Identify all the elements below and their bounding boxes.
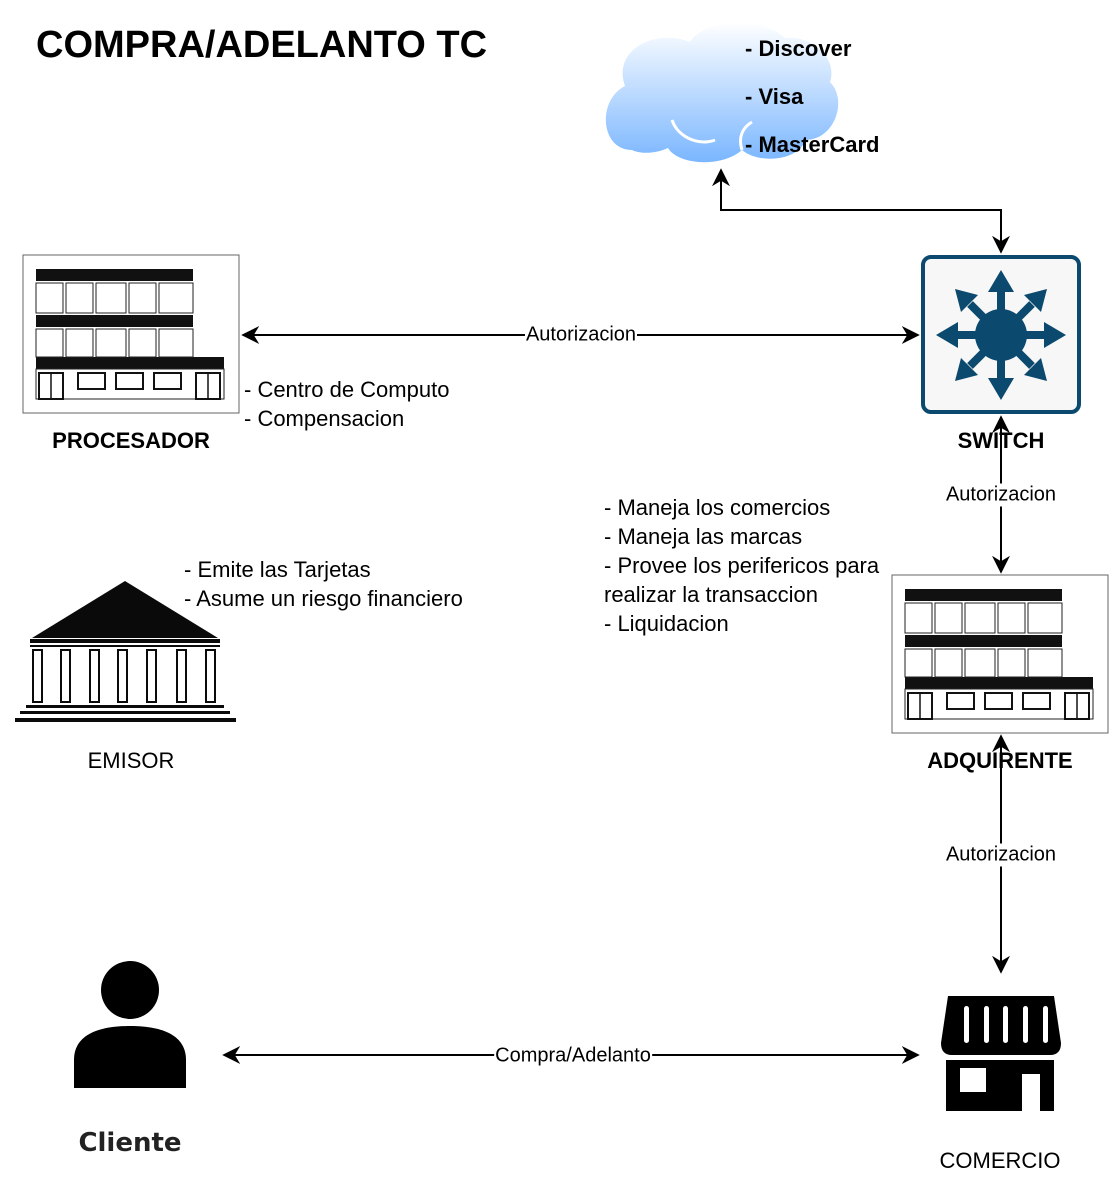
brand-discover: - Discover <box>745 36 852 61</box>
diagram-title: COMPRA/ADELANTO TC <box>36 24 488 66</box>
comercio-label: COMERCIO <box>939 1148 1061 1173</box>
adquirente-note-item: realizar la transaccion <box>604 582 818 607</box>
adquirente-label: ADQUIRENTE <box>927 748 1073 773</box>
adquirente-note-item: - Maneja las marcas <box>604 524 803 549</box>
cloud-switch-connector <box>712 168 1010 254</box>
emisor-label: EMISOR <box>87 748 175 773</box>
switch-label: SWITCH <box>957 428 1045 453</box>
comercio-store-icon <box>941 996 1061 1111</box>
procesador-label: PROCESADOR <box>52 428 210 453</box>
brand-mastercard: - MasterCard <box>745 132 880 157</box>
adquirente-note-item: - Maneja los comercios <box>604 495 831 520</box>
emisor-note-item: - Emite las Tarjetas <box>184 557 371 582</box>
procesador-note-item: - Centro de Computo <box>244 377 450 402</box>
emisor-bank-icon <box>15 581 236 722</box>
adquirente-comercio-edge-label: Autorizacion <box>944 843 1058 867</box>
brand-visa: - Visa <box>745 84 804 109</box>
adquirente-notes: - Maneja los comercios - Maneja las marc… <box>604 493 879 638</box>
emisor-notes: - Emite las Tarjetas - Asume un riesgo f… <box>184 555 463 613</box>
adquirente-note-item: - Liquidacion <box>604 611 729 636</box>
procesador-note-item: - Compensacion <box>244 406 405 431</box>
adquirente-note-item: - Provee los perifericos para <box>604 553 880 578</box>
procesador-notes: - Centro de Computo - Compensacion <box>244 375 449 433</box>
cliente-comercio-edge-label: Compra/Adelanto <box>494 1044 652 1068</box>
adquirente-building-icon <box>891 574 1109 734</box>
cliente-label: Cliente <box>78 1128 182 1158</box>
emisor-note-item: - Asume un riesgo financiero <box>184 586 463 611</box>
procesador-building-icon <box>22 254 240 414</box>
switch-adquirente-edge-label: Autorizacion <box>944 483 1058 507</box>
cliente-person-icon <box>74 961 186 1088</box>
switch-icon <box>921 255 1081 414</box>
card-networks-cloud <box>605 22 839 163</box>
procesador-switch-edge-label: Autorizacion <box>524 323 638 347</box>
